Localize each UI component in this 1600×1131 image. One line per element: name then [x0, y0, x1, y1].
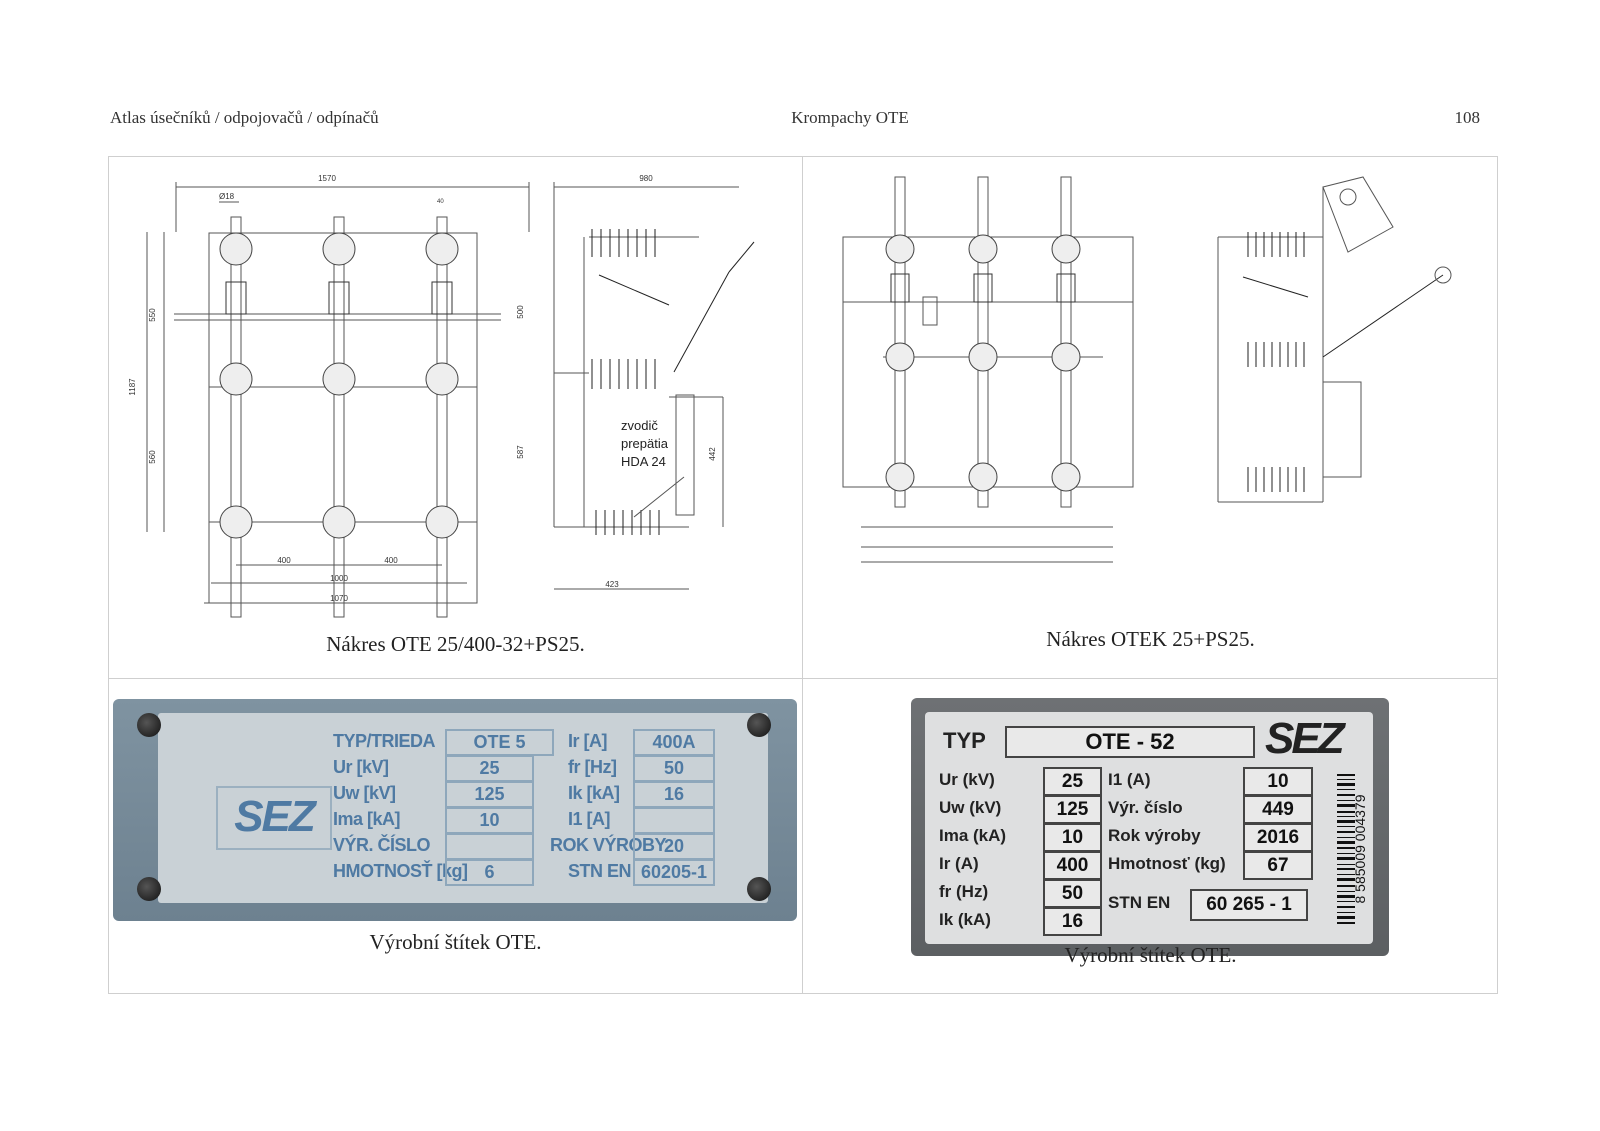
- plate2-value-1: 125: [1043, 795, 1102, 824]
- screw-icon: [137, 877, 161, 901]
- plate1-value-0: OTE 5: [445, 729, 554, 756]
- plate1-value-5: 6: [445, 859, 534, 886]
- dim-width-1070: 1070: [330, 594, 348, 603]
- plate1-rvalue-0: 400A: [633, 729, 715, 756]
- nameplate-1-face: SEZ TYP/TRIEDA Ur [kV] Uw [kV] Ima [kA] …: [158, 713, 768, 903]
- plate2-mid-value-1: 449: [1243, 795, 1313, 824]
- nameplate-2-face: TYP OTE - 52 SEZ Ur (kV) Uw (kV) Ima (kA…: [925, 712, 1373, 944]
- plate2-value-2: 10: [1043, 823, 1102, 852]
- plate1-rlabel-1: fr [Hz]: [568, 757, 617, 777]
- plate2-label-3: Ir (A): [939, 854, 979, 873]
- nameplate-photo-2: TYP OTE - 52 SEZ Ur (kV) Uw (kV) Ima (kA…: [911, 698, 1389, 956]
- nameplate-cell-2: TYP OTE - 52 SEZ Ur (kV) Uw (kV) Ima (kA…: [803, 157, 1498, 995]
- plate2-label-0: Ur (kV): [939, 770, 995, 789]
- dim-side-423: 423: [605, 580, 619, 589]
- barcode-number: 8 585009 004379: [1352, 794, 1368, 903]
- dim-side-587: 587: [516, 445, 525, 459]
- plate2-mid-value-2: 2016: [1243, 823, 1313, 852]
- dim-top-small: 40: [437, 199, 444, 205]
- plate2-mid-value-3: 67: [1243, 851, 1313, 880]
- plate1-label-1: Ur [kV]: [333, 757, 389, 777]
- plate1-rlabel-3: I1 [A]: [568, 809, 611, 829]
- dim-h-upper: 550: [148, 308, 157, 322]
- plate1-value-3: 10: [445, 807, 534, 834]
- screw-icon: [137, 713, 161, 737]
- dim-hole: Ø18: [219, 192, 235, 201]
- plate2-mid-value-0: 10: [1243, 767, 1313, 796]
- sez-logo-1-text: SEZ: [234, 792, 316, 841]
- caption-drawing-otek: Nákres OTEK 25+PS25.: [1046, 627, 1255, 651]
- plate1-label-2: Uw [kV]: [333, 783, 396, 803]
- sez-logo-2: SEZ: [1265, 714, 1345, 763]
- plate1-value-2: 125: [445, 781, 534, 808]
- dim-side-442: 442: [708, 447, 717, 461]
- annotation-line-3: HDA 24: [621, 454, 666, 469]
- header-title: Atlas úsečníků / odpojovačů / odpínačů: [110, 108, 379, 127]
- caption-nameplate-1: Výrobní štítek OTE.: [369, 930, 542, 954]
- dim-side-width: 980: [639, 174, 653, 183]
- plate2-mid-label-2: Rok výroby: [1108, 826, 1201, 845]
- dim-side-500: 500: [516, 305, 525, 319]
- plate1-rvalue-1: 50: [633, 755, 715, 782]
- plate1-value-4: [445, 833, 534, 860]
- caption-drawing-ote: Nákres OTE 25/400-32+PS25.: [326, 632, 585, 656]
- plate2-stn-value: 60 265 - 1: [1190, 889, 1308, 921]
- dim-width-1000: 1000: [330, 574, 348, 583]
- plate1-label-0: TYP/TRIEDA: [333, 731, 436, 751]
- plate1-rlabel-5: STN EN: [568, 861, 632, 881]
- drawing-otek-front-side: [842, 176, 1452, 563]
- screw-icon: [747, 713, 771, 737]
- plate2-value-3: 400: [1043, 851, 1102, 880]
- caption-nameplate-2: Výrobní štítek OTE.: [1064, 943, 1237, 967]
- annotation-line-2: prepätia: [621, 436, 669, 451]
- plate1-rvalue-3: [633, 807, 715, 834]
- dim-width-top: 1570: [318, 174, 336, 183]
- plate1-rlabel-2: Ik [kA]: [568, 783, 620, 803]
- nameplate-photo-1: SEZ TYP/TRIEDA Ur [kV] Uw [kV] Ima [kA] …: [113, 699, 797, 921]
- plate1-label-5: HMOTNOSŤ [kg]: [333, 861, 468, 881]
- plate2-value-4: 50: [1043, 879, 1102, 908]
- header-device-name: Krompachy OTE: [791, 108, 909, 127]
- plate1-rvalue-4: 20: [633, 833, 715, 860]
- grid-divider-horizontal: [109, 678, 1497, 679]
- screw-icon: [747, 877, 771, 901]
- figure-grid: 1570 Ø18 40 980 1187 550 560 500 587 442…: [108, 156, 1498, 994]
- plate1-label-4: VÝR. ČÍSLO: [333, 835, 431, 855]
- plate2-mid-label-0: I1 (A): [1108, 770, 1151, 789]
- barcode-icon: 8 585009 004379: [1337, 774, 1368, 924]
- plate2-label-2: Ima (kA): [939, 826, 1007, 845]
- plate2-mid-label-1: Výr. číslo: [1108, 798, 1183, 817]
- plate1-label-3: Ima [kA]: [333, 809, 401, 829]
- plate1-value-1: 25: [445, 755, 534, 782]
- plate2-typ-value: OTE - 52: [1005, 726, 1255, 758]
- plate2-stn-label: STN EN: [1108, 893, 1171, 912]
- grid-divider-vertical: [802, 157, 803, 993]
- dim-h-total: 1187: [128, 378, 137, 396]
- plate1-rvalue-2: 16: [633, 781, 715, 808]
- plate2-value-5: 16: [1043, 907, 1102, 936]
- page-number: 108: [1454, 108, 1481, 127]
- plate1-rlabel-0: Ir [A]: [568, 731, 608, 751]
- dim-h-lower: 560: [148, 450, 157, 464]
- plate2-typ-label: TYP: [943, 728, 986, 753]
- plate1-rlabel-4: ROK VÝROBY: [550, 835, 667, 855]
- dim-pitch-2: 400: [384, 556, 398, 565]
- dim-pitch-1: 400: [277, 556, 291, 565]
- sez-logo-1: SEZ: [216, 786, 332, 850]
- plate1-rvalue-5: 60205-1: [633, 859, 715, 886]
- plate2-value-0: 25: [1043, 767, 1102, 796]
- plate2-label-1: Uw (kV): [939, 798, 1002, 817]
- drawing-ote-front-side: 1570 Ø18 40 980 1187 550 560 500 587 442…: [128, 174, 755, 618]
- plate2-label-5: Ik (kA): [939, 910, 991, 929]
- annotation-line-1: zvodič: [621, 418, 658, 433]
- plate2-label-4: fr (Hz): [939, 882, 989, 901]
- plate2-mid-label-3: Hmotnosť (kg): [1108, 854, 1226, 873]
